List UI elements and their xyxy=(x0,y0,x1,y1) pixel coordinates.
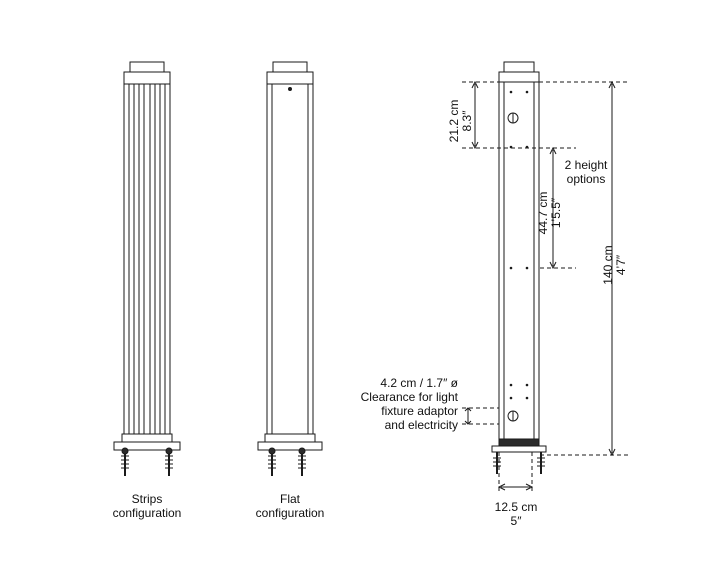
dim-post-base-collar xyxy=(498,438,540,447)
clearance-line3: fixture adaptor xyxy=(381,404,458,418)
strips-post-shaft xyxy=(123,83,171,435)
dimensioned-post xyxy=(491,61,547,474)
flat-caption: Flat configuration xyxy=(220,492,360,520)
strips-caption-line1: Strips xyxy=(131,492,163,506)
clearance-line2: Clearance for light xyxy=(360,390,458,404)
dimension-arrows xyxy=(464,80,616,491)
flat-post-top-cap xyxy=(272,61,308,73)
strips-post-base-plate xyxy=(113,441,181,451)
dim-post-top-cap xyxy=(503,61,535,73)
total-dimension-label: 140 cm 4’7″ xyxy=(601,225,628,305)
dim-post-collar xyxy=(498,71,540,83)
strips-caption-line2: configuration xyxy=(112,506,182,520)
height-options-label: 2 height options xyxy=(558,158,614,186)
flat-caption-line2: configuration xyxy=(255,506,325,520)
flat-post-base-collar xyxy=(264,433,316,443)
width-dimension-label: 12.5 cm 5″ xyxy=(486,500,546,528)
height-options-line1: 2 height xyxy=(564,158,608,172)
strips-post-top-cap xyxy=(129,61,165,73)
clearance-line4: and electricity xyxy=(384,418,458,432)
flat-post-collar xyxy=(266,71,314,85)
flat-post xyxy=(257,61,323,476)
strips-post-collar xyxy=(123,71,171,85)
top-dimension-in: 8.3″ xyxy=(460,110,474,132)
extension-lines xyxy=(462,81,628,492)
height-options-line2: options xyxy=(566,172,606,186)
width-dimension-cm: 12.5 cm xyxy=(494,500,538,514)
strips-post xyxy=(113,61,181,476)
flat-caption-line1: Flat xyxy=(279,492,300,506)
total-dimension-in: 4’7″ xyxy=(614,254,628,276)
strips-caption: Strips configuration xyxy=(77,492,217,520)
dim-post-base-plate xyxy=(491,445,547,453)
strips-post-base-collar xyxy=(121,433,173,443)
flat-post-shaft xyxy=(266,83,314,435)
flat-post-base-plate xyxy=(257,441,323,451)
width-dimension-in: 5″ xyxy=(510,514,522,528)
dim-post-shaft xyxy=(498,81,540,440)
clearance-line1: 4.2 cm / 1.7″ ø xyxy=(380,376,458,390)
top-dimension-label: 21.2 cm 8.3″ xyxy=(447,86,474,156)
clearance-note: 4.2 cm / 1.7″ ø Clearance for light fixt… xyxy=(350,376,458,432)
